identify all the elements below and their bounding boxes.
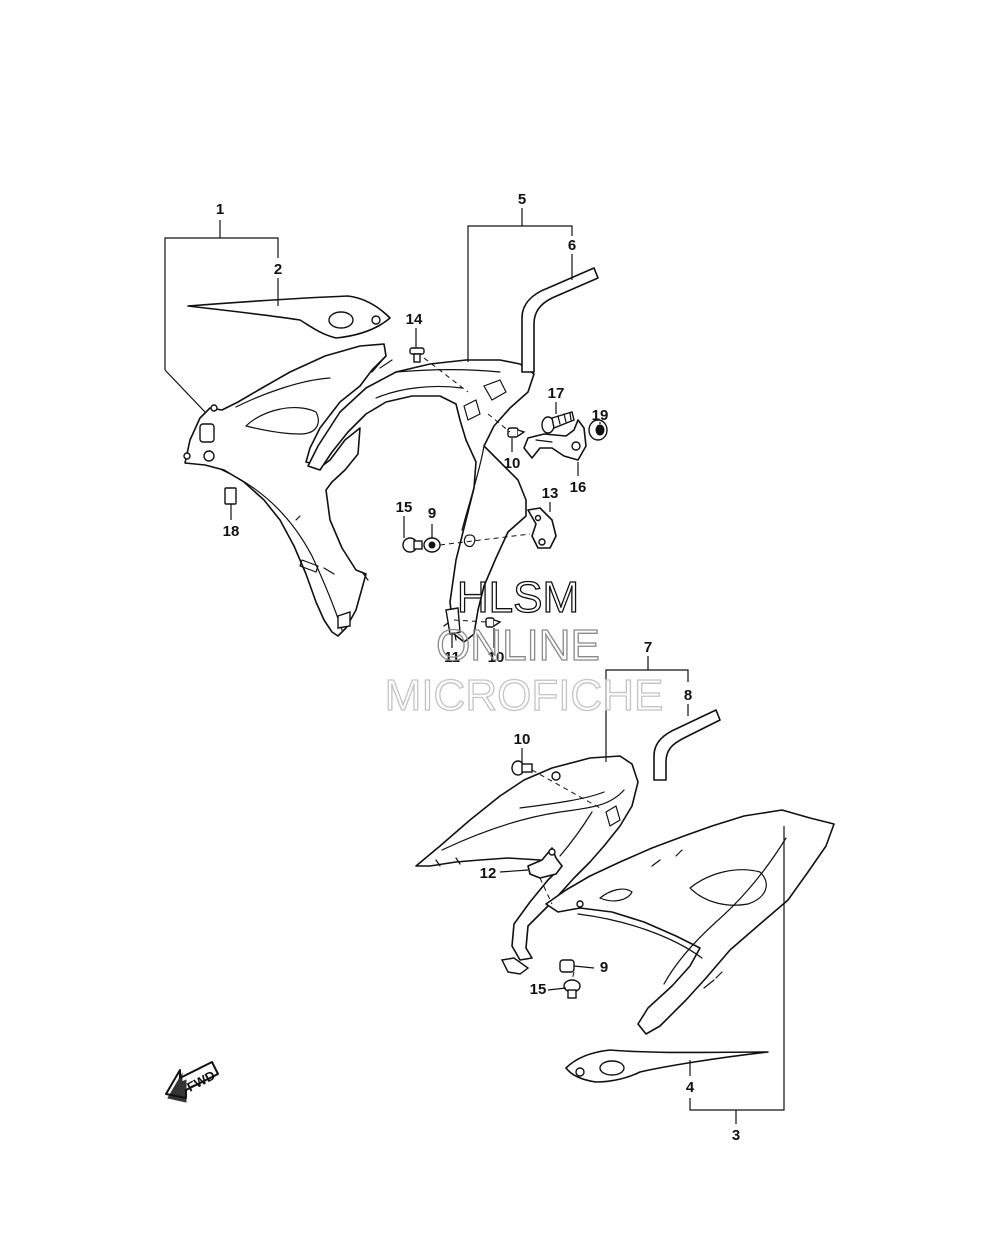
screw-15-lower <box>563 979 581 999</box>
screw-10-lower <box>511 760 533 776</box>
callout-4: 4 <box>686 1079 695 1096</box>
left-piping-part-6 <box>521 267 599 373</box>
callout-18: 18 <box>223 523 240 540</box>
callout-3: 3 <box>732 1127 740 1144</box>
callout-5: 5 <box>518 191 526 208</box>
callout-1: 1 <box>216 201 224 218</box>
callout-12: 12 <box>480 865 497 882</box>
right-piping-part-8 <box>653 709 721 781</box>
callout-9-lower: 9 <box>600 959 608 976</box>
screw-15-upper <box>402 537 423 553</box>
callout-19: 19 <box>592 407 609 424</box>
left-side-cowling-part-1 <box>183 343 393 637</box>
watermark-line-2: ONLINE <box>436 621 600 670</box>
callout-13: 13 <box>542 485 559 502</box>
watermark-line-3: MICROFICHE <box>385 671 664 720</box>
right-side-cowling-part-3 <box>545 809 835 1035</box>
callout-15-lower: 15 <box>530 981 547 998</box>
callout-17: 17 <box>548 385 565 402</box>
callout-labels: 1 2 5 6 14 17 19 10 16 13 15 9 18 11 10 … <box>216 191 740 1144</box>
left-inner-cowling-part-5 <box>307 359 535 643</box>
bracket-12 <box>527 847 563 879</box>
callout-10-upper: 10 <box>504 455 521 472</box>
fwd-label: FWD <box>184 1067 217 1094</box>
alignment-dashes <box>423 357 601 981</box>
callout-7: 7 <box>644 639 652 656</box>
callout-9-upper: 9 <box>428 505 436 522</box>
leader-lines <box>164 208 785 1124</box>
callout-8: 8 <box>684 687 692 704</box>
callout-10-lower: 10 <box>514 731 531 748</box>
bolt-17 <box>541 411 575 434</box>
right-inner-cowling-part-7 <box>415 755 639 975</box>
callout-16: 16 <box>570 479 587 496</box>
watermark: HLSM ONLINE MICROFICHE <box>384 572 664 720</box>
bracket-13 <box>527 507 557 549</box>
screw-10-upper <box>507 427 526 438</box>
callout-10-middle: 10 <box>488 649 505 666</box>
nut-9-lower <box>559 959 575 973</box>
callout-11: 11 <box>444 649 460 666</box>
callout-6: 6 <box>568 237 576 254</box>
nut-9-upper <box>423 537 441 553</box>
label-18 <box>224 487 237 505</box>
screw-14 <box>409 347 425 363</box>
watermark-line-1: HLSM <box>457 573 579 622</box>
forward-direction-arrow-icon: FWD <box>165 1061 219 1103</box>
left-stripe-trim-part-2 <box>187 295 391 339</box>
callout-2: 2 <box>274 261 282 278</box>
clip-11 <box>445 607 461 635</box>
callout-14: 14 <box>406 311 423 328</box>
screw-10-middle <box>485 617 502 628</box>
right-stripe-trim-part-4 <box>565 1049 769 1083</box>
grommet-19 <box>588 419 608 441</box>
callout-15-upper: 15 <box>396 499 413 516</box>
bracket-16 <box>523 419 587 461</box>
